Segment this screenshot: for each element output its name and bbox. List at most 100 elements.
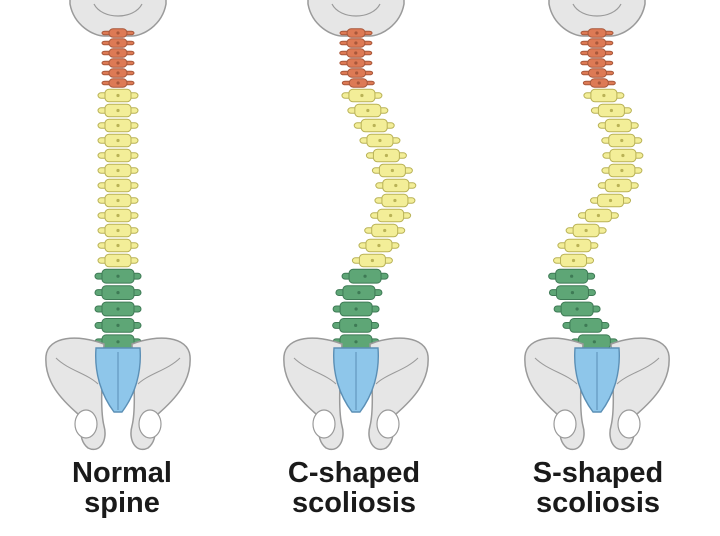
spinous-process [116, 153, 120, 158]
left-obturator-foramen [312, 409, 336, 439]
thoracic-vertebra [597, 178, 639, 193]
thoracic-vertebra [97, 88, 139, 103]
spinous-process [595, 51, 599, 55]
caption-line-1: C-shaped [287, 457, 421, 489]
lumbar-vertebra [332, 301, 380, 317]
spinous-process [116, 228, 120, 233]
cervical-vertebra [339, 38, 373, 48]
spinous-process [116, 198, 120, 203]
spinous-process [116, 61, 120, 65]
spinous-process [616, 183, 620, 188]
thoracic-vertebra [97, 148, 139, 163]
lumbar-vertebra [335, 285, 383, 300]
lumbar-vertebra [94, 285, 142, 300]
thoracic-vertebra [565, 223, 607, 238]
thoracic-vertebra [597, 118, 639, 133]
thoracic-vertebra [590, 103, 632, 118]
spinous-process [354, 323, 358, 327]
lumbar-vertebra [341, 268, 389, 284]
c-shaped-caption: C-shaped scoliosis [244, 458, 464, 518]
cervical-vertebra [341, 78, 375, 88]
right-obturator-foramen [617, 409, 641, 439]
cervical-vertebra [580, 48, 614, 58]
caption-line-1: S-shaped [532, 457, 664, 489]
spinous-process [356, 81, 360, 85]
cervical-vertebra [339, 58, 373, 68]
spinous-process [116, 123, 120, 128]
spinous-process [620, 168, 624, 173]
right-obturator-foramen [138, 409, 162, 439]
lumbar-vertebra [94, 318, 142, 333]
spinous-process [576, 243, 580, 248]
spinous-process [354, 61, 358, 65]
spinous-process [116, 168, 120, 173]
spinous-process [377, 243, 381, 248]
spinous-process [609, 108, 614, 113]
spinous-process [584, 228, 588, 233]
cervical-vertebra [101, 38, 135, 48]
spinous-process [571, 258, 576, 263]
spinous-process [116, 41, 120, 45]
thoracic-vertebra [601, 163, 643, 178]
thoracic-vertebra [353, 118, 395, 133]
thoracic-vertebra [374, 193, 416, 208]
left-iliac-contour [55, 357, 99, 385]
spinous-process [116, 243, 120, 248]
spinous-process [116, 81, 120, 85]
spinous-process [570, 291, 575, 295]
thoracic-vertebra [97, 223, 139, 238]
left-obturator-foramen [553, 409, 577, 439]
spinous-process [355, 71, 359, 75]
pelvis [524, 337, 670, 451]
thoracic-vertebra [364, 223, 406, 238]
thoracic-vertebra [370, 208, 412, 223]
normal-spine-illustration [45, 0, 191, 451]
spinous-process [595, 61, 599, 65]
spinous-process [366, 108, 370, 113]
spinous-process [116, 138, 120, 143]
spinous-process [116, 258, 120, 263]
cervical-vertebra [101, 78, 135, 88]
thoracic-vertebra [553, 253, 595, 268]
thoracic-vertebra [97, 133, 139, 148]
spinous-process [384, 153, 389, 158]
caption-line-2: scoliosis [535, 487, 661, 519]
spinous-process [357, 291, 361, 295]
spinous-process [116, 93, 120, 98]
caption-line-1: Normal [72, 457, 172, 489]
cervical-vertebra [582, 78, 616, 88]
spinous-process [116, 291, 120, 295]
spinous-process [116, 340, 120, 344]
lumbar-vertebra [553, 301, 601, 317]
normal-spine-caption: Normal spine [12, 458, 232, 518]
spinous-process [575, 307, 579, 311]
thoracic-vertebra [97, 253, 139, 268]
spinous-process [394, 183, 398, 188]
right-iliac-contour [616, 357, 660, 385]
cervical-vertebra [580, 58, 614, 68]
thoracic-vertebra [97, 178, 139, 193]
lumbar-vertebra [332, 318, 380, 333]
spinous-process [354, 31, 358, 35]
thoracic-vertebra [583, 88, 625, 103]
skull-contour [572, 3, 622, 17]
spinous-process [116, 31, 120, 35]
spinous-process [620, 138, 624, 143]
spinous-process [354, 41, 358, 45]
spinous-process [354, 340, 358, 344]
skull-base [69, 0, 167, 37]
thoracic-vertebra [351, 253, 393, 268]
thoracic-vertebra [97, 118, 139, 133]
cervical-vertebra [101, 48, 135, 58]
caption-line-2: spine [84, 487, 160, 519]
thoracic-vertebra [97, 163, 139, 178]
skull-base [307, 0, 405, 37]
lumbar-vertebra [548, 285, 596, 300]
right-iliac-contour [137, 357, 181, 385]
cervical-vertebra [340, 68, 374, 78]
pelvis [45, 337, 191, 451]
cervical-vertebra [339, 48, 373, 58]
lumbar-vertebra [94, 268, 142, 284]
